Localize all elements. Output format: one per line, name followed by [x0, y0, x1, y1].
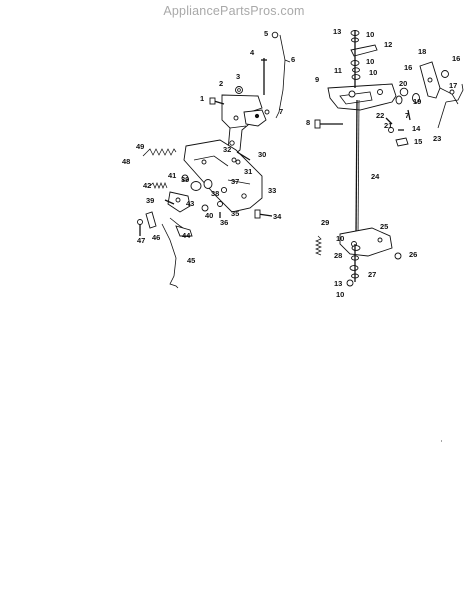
part-number-31: 31 — [244, 167, 252, 176]
part-number-11: 11 — [334, 66, 342, 75]
part-number-39-2: 39 — [146, 196, 154, 205]
part-number-2: 2 — [219, 79, 223, 88]
part-number-4: 4 — [250, 48, 255, 57]
lower-lever-assembly — [315, 227, 402, 287]
part-number-48: 48 — [122, 157, 130, 166]
part-number-34: 34 — [273, 212, 282, 221]
part-number-45: 45 — [187, 256, 195, 265]
part-number-37: 37 — [231, 177, 239, 186]
part-number-23: 23 — [433, 134, 441, 143]
part-number-9: 9 — [315, 75, 319, 84]
part-number-22: 22 — [376, 111, 384, 120]
part-number-10-3: 10 — [369, 68, 377, 77]
site-watermark: AppliancePartsPros.com — [163, 4, 305, 18]
part-number-5: 5 — [264, 29, 268, 38]
part-number-28: 28 — [334, 251, 342, 260]
part-number-16-2: 16 — [452, 54, 460, 63]
part-number-39: 39 — [181, 175, 189, 184]
part-number-46: 46 — [152, 233, 160, 242]
part-number-13: 13 — [333, 27, 341, 36]
part-number-25: 25 — [380, 222, 388, 231]
part-number-35: 35 — [231, 209, 239, 218]
part-number-17: 17 — [449, 81, 457, 90]
part-number-26: 26 — [409, 250, 417, 259]
part-number-44: 44 — [182, 231, 191, 240]
throttle-bracket-assembly — [209, 31, 291, 157]
part-number-47: 47 — [137, 236, 145, 245]
part-number-3: 3 — [236, 72, 240, 81]
part-number-14: 14 — [412, 124, 421, 133]
part-number-18: 18 — [418, 47, 426, 56]
part-number-24: 24 — [371, 172, 380, 181]
part-number-15: 15 — [414, 137, 422, 146]
part-number-29: 29 — [321, 218, 329, 227]
part-number-43: 43 — [186, 199, 194, 208]
part-number-10-5: 10 — [336, 290, 344, 299]
part-number-7: 7 — [279, 107, 283, 116]
part-number-40: 40 — [205, 211, 213, 220]
part-number-33: 33 — [268, 186, 276, 195]
part-number-12: 12 — [384, 40, 392, 49]
part-number-36: 36 — [220, 218, 228, 227]
part-number-30: 30 — [258, 150, 266, 159]
part-number-19: 19 — [413, 97, 421, 106]
part-number-8: 8 — [306, 118, 310, 127]
part-number-20: 20 — [399, 79, 407, 88]
part-number-16: 16 — [404, 63, 412, 72]
part-number-41: 41 — [168, 171, 176, 180]
part-number-10: 10 — [366, 30, 374, 39]
governor-linkage-assembly — [137, 139, 273, 289]
part-number-7-2: 7 — [405, 111, 409, 120]
part-number-10-2: 10 — [366, 57, 374, 66]
part-number-1: 1 — [200, 94, 204, 103]
part-number-13-2: 13 — [334, 279, 342, 288]
part-number-32: 32 — [223, 145, 231, 154]
part-number-10-4: 10 — [336, 234, 344, 243]
part-number-38: 38 — [211, 189, 219, 198]
control-plate-assembly — [314, 30, 464, 237]
part-number-42: 42 — [143, 181, 151, 190]
part-number-27: 27 — [368, 270, 376, 279]
part-number-6: 6 — [291, 55, 295, 64]
part-number-49: 49 — [136, 142, 144, 151]
part-number-21: 21 — [384, 121, 392, 130]
